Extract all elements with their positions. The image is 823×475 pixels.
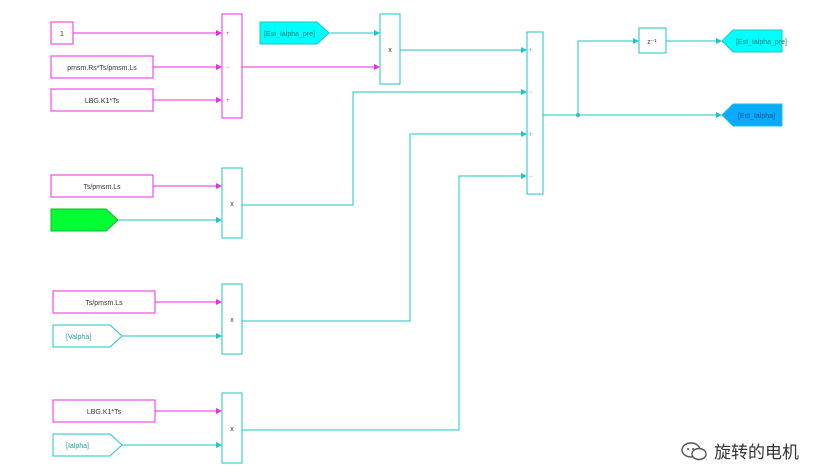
product-block-1-symbol: x bbox=[230, 201, 234, 208]
sum-block-1[interactable]: + − + bbox=[221, 13, 243, 119]
from-block-valpha[interactable]: [Valpha] bbox=[52, 324, 123, 348]
const-block-lbg-k1-ts-top-label: LBG.K1*Ts bbox=[85, 98, 120, 105]
const-block-ts-ls-1-label: Ts/pmsm.Ls bbox=[83, 184, 121, 191]
const-block-rs-ts-ls-label: pmsm.Rs*Ts/pmsm.Ls bbox=[67, 65, 137, 72]
product-block-2[interactable]: x bbox=[221, 283, 243, 355]
sum-block-2-sign-2: − bbox=[529, 90, 533, 96]
from-block-est-ialpha-pre[interactable]: [Est_Ialpha_pre] bbox=[259, 21, 330, 45]
watermark-text: 旋转的电机 bbox=[714, 443, 799, 463]
watermark: 旋转的电机 bbox=[680, 438, 799, 463]
sum-block-2-sign-4: − bbox=[529, 174, 533, 180]
product-block-top[interactable]: x bbox=[379, 13, 401, 85]
const-block-ts-ls-2[interactable]: Ts/pmsm.Ls bbox=[52, 290, 156, 314]
const-block-rs-ts-ls[interactable]: pmsm.Rs*Ts/pmsm.Ls bbox=[50, 55, 154, 79]
wechat-icon bbox=[681, 441, 707, 460]
const-block-lbg-k1-ts-bottom[interactable]: LBG.K1*Ts bbox=[52, 399, 156, 423]
from-block-valpha-label: [Valpha] bbox=[66, 334, 91, 341]
const-block-lbg-k1-ts-top[interactable]: LBG.K1*Ts bbox=[50, 88, 154, 112]
goto-block-est-ialpha-label: [Est_Ialpha] bbox=[738, 113, 775, 120]
magenta-signal-lines bbox=[73, 30, 380, 414]
from-block-ialpha-label: [Ialpha] bbox=[66, 443, 89, 450]
sum-block-2-sign-3: + bbox=[529, 132, 533, 138]
cyan-signal-lines bbox=[118, 30, 722, 448]
product-block-3[interactable]: x bbox=[221, 392, 243, 464]
sum-block-1-sign-3: + bbox=[226, 98, 230, 104]
const-block-ts-ls-2-label: Ts/pmsm.Ls bbox=[85, 300, 123, 307]
from-block-est-ialpha-pre-label: [Est_Ialpha_pre] bbox=[264, 31, 315, 38]
from-block-green[interactable] bbox=[50, 208, 119, 232]
product-block-2-symbol: x bbox=[230, 317, 234, 324]
product-block-top-symbol: x bbox=[388, 47, 392, 54]
goto-block-est-ialpha-pre-label: [Est_Ialpha_pre] bbox=[736, 39, 787, 46]
sum-block-1-sign-1: + bbox=[226, 31, 230, 37]
product-block-1[interactable]: x bbox=[221, 167, 243, 239]
unit-delay-label: z⁻¹ bbox=[647, 39, 657, 46]
sum-block-2-sign-1: + bbox=[529, 48, 533, 54]
goto-block-est-ialpha-pre[interactable]: [Est_Ialpha_pre] bbox=[721, 29, 787, 53]
const-block-one[interactable]: 1 bbox=[50, 21, 74, 45]
from-block-ialpha[interactable]: [Ialpha] bbox=[52, 433, 123, 457]
const-block-ts-ls-1[interactable]: Ts/pmsm.Ls bbox=[50, 174, 154, 198]
const-block-lbg-k1-ts-bottom-label: LBG.K1*Ts bbox=[87, 409, 122, 416]
branch-point bbox=[576, 113, 580, 117]
sum-block-2[interactable]: + − + − bbox=[526, 31, 544, 195]
product-block-3-symbol: x bbox=[230, 426, 234, 433]
const-block-one-label: 1 bbox=[60, 31, 64, 38]
sum-block-1-sign-2: − bbox=[226, 65, 230, 71]
unit-delay-block[interactable]: z⁻¹ bbox=[638, 27, 667, 54]
goto-block-est-ialpha[interactable]: [Est_Ialpha] bbox=[721, 103, 783, 127]
